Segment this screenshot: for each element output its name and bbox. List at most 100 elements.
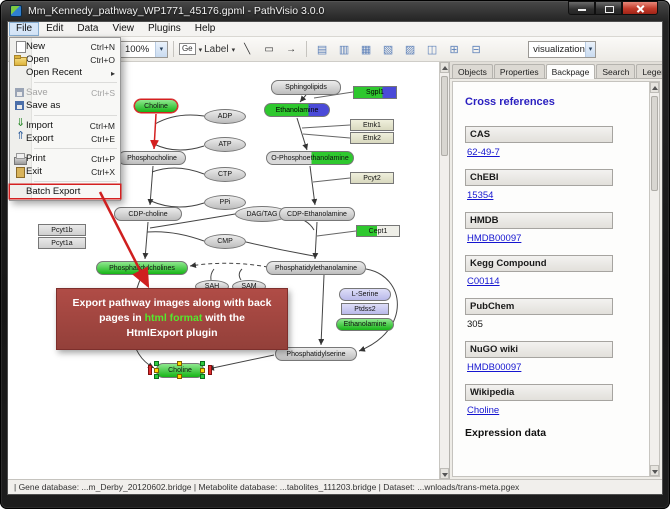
scroll-up-icon[interactable] <box>650 82 659 93</box>
pathway-node-ptdss2[interactable]: Ptdss2 <box>341 303 389 315</box>
pathway-node-sphingolipids[interactable]: Sphingolipids <box>271 80 341 95</box>
pathway-node-cmp[interactable]: CMP <box>204 234 246 249</box>
pathway-node-ethanolamine[interactable]: Ethanolamine <box>264 103 330 117</box>
pathway-node-sgpl1[interactable]: Sgpl1 <box>353 86 397 99</box>
menu-view[interactable]: View <box>112 23 134 34</box>
pathway-node-phosphatidylcholines[interactable]: Phosphatidylcholines <box>96 261 188 275</box>
menu-data[interactable]: Data <box>77 23 99 34</box>
file-menu-item-save-as[interactable]: Save as <box>10 99 120 112</box>
minimize-button[interactable] <box>568 1 595 15</box>
visualization-select[interactable]: visualization <box>528 40 597 58</box>
pathway-node-cdp-choline[interactable]: CDP-choline <box>114 207 182 221</box>
panel-vertical-scrollbar[interactable] <box>649 82 659 476</box>
grid-hide-icon[interactable]: ⊟ <box>471 43 481 56</box>
selection-handle[interactable] <box>154 367 159 373</box>
crossref-link[interactable]: 62-49-7 <box>467 147 500 158</box>
crossref-link[interactable]: HMDB00097 <box>467 233 522 244</box>
file-menu-item-batch-export[interactable]: Batch Export <box>10 185 120 198</box>
canvas-vertical-scrollbar[interactable] <box>439 62 449 479</box>
pathway-node-pcyt2[interactable]: Pcyt2 <box>350 172 394 184</box>
scrollbar-thumb[interactable] <box>441 76 448 156</box>
grid-show-icon[interactable]: ⊞ <box>449 43 459 56</box>
crossref-link[interactable]: HMDB00097 <box>467 362 522 373</box>
scrollbar-thumb[interactable] <box>651 96 658 191</box>
datanode-tool-button[interactable]: Ge <box>178 40 202 59</box>
zoom-select[interactable]: 100% <box>119 40 168 58</box>
tab-search[interactable]: Search <box>596 64 636 78</box>
maximize-button[interactable] <box>595 1 622 15</box>
selection-handle[interactable] <box>200 367 205 373</box>
tab-backpage[interactable]: Backpage <box>545 64 596 79</box>
pathway-node-phosphatidylethanolamine[interactable]: Phosphatidylethanolamine <box>266 261 366 275</box>
line-tool-button[interactable]: ╲ <box>244 43 251 55</box>
pathway-node-etnk1[interactable]: Etnk1 <box>350 119 394 131</box>
crossref-link[interactable]: 15354 <box>467 190 494 201</box>
pathway-node-o-phosphoethanolamine[interactable]: O-Phosphoethanolamine <box>266 151 354 165</box>
pathway-node-pcyt1b[interactable]: Pcyt1b <box>38 224 86 236</box>
annotation-line: Export pathway images along with back <box>72 297 272 309</box>
pathway-node-choline[interactable]: Choline <box>148 361 212 379</box>
tab-objects[interactable]: Objects <box>452 64 493 78</box>
align-left-icon[interactable]: ▤ <box>316 43 328 56</box>
scroll-down-icon[interactable] <box>440 468 449 479</box>
menu-file[interactable]: File <box>9 22 40 36</box>
pathway-node-ethanolamine[interactable]: Ethanolamine <box>336 318 394 331</box>
connector-tool-button[interactable]: → <box>286 43 297 55</box>
selection-handle[interactable] <box>154 374 159 379</box>
tab-properties[interactable]: Properties <box>493 64 545 78</box>
menu-help[interactable]: Help <box>194 23 216 34</box>
selection-handle[interactable] <box>200 361 205 366</box>
menu-item-shortcut: Ctrl+M <box>89 120 115 131</box>
crossreferences-title: Cross references <box>465 96 555 108</box>
relation-anchor[interactable] <box>148 364 152 375</box>
selection-handle[interactable] <box>200 374 205 379</box>
menu-item-shortcut: Ctrl+O <box>90 54 115 65</box>
pathway-node-ppi[interactable]: PPi <box>204 195 246 210</box>
pathway-node-cept1[interactable]: Cept1 <box>356 225 400 237</box>
close-button[interactable] <box>622 1 658 15</box>
pathway-node-phosphatidylserine[interactable]: Phosphatidylserine <box>275 347 357 361</box>
print-icon <box>14 153 27 165</box>
shape-tool-button[interactable]: ▭ <box>264 43 274 55</box>
scroll-up-icon[interactable] <box>440 62 449 73</box>
pathway-node-etnk2[interactable]: Etnk2 <box>350 132 394 144</box>
file-menu-item-import[interactable]: Import Ctrl+M <box>10 118 120 132</box>
menu-plugins[interactable]: Plugins <box>147 23 181 34</box>
stack-horizontal-icon[interactable]: ◫ <box>426 43 438 56</box>
selection-handle[interactable] <box>177 361 182 366</box>
tab-legend[interactable]: Legend <box>636 64 662 78</box>
label-tool-button[interactable]: Label <box>204 40 235 59</box>
draw-tools-group: ╲ ▭ → <box>237 40 301 59</box>
selection-handle[interactable] <box>177 374 182 379</box>
menu-edit[interactable]: Edit <box>46 23 64 34</box>
menu-item-label: Save <box>26 87 48 98</box>
title-bar[interactable]: Mm_Kennedy_pathway_WP1771_45176.gpml - P… <box>0 0 670 21</box>
pathway-node-adp[interactable]: ADP <box>204 109 246 124</box>
file-menu-item-open-recent[interactable]: Open Recent <box>10 66 120 79</box>
relation-anchor[interactable] <box>208 364 212 375</box>
align-center-icon[interactable]: ▥ <box>338 43 350 56</box>
pathway-node-phosphocholine[interactable]: Phosphocholine <box>118 151 186 165</box>
pathway-node-atp[interactable]: ATP <box>204 137 246 152</box>
pathway-node-cdp-ethanolamine[interactable]: CDP-Ethanolamine <box>279 207 355 221</box>
menu-item-label: Import <box>26 120 53 131</box>
distribute-horizontal-icon[interactable]: ▨ <box>404 43 416 56</box>
crossref-link[interactable]: Choline <box>467 405 500 416</box>
selection-handle[interactable] <box>154 361 159 366</box>
pathway-node-pcyt1a[interactable]: Pcyt1a <box>38 237 86 249</box>
pathway-node-l-serine[interactable]: L-Serine <box>339 288 391 301</box>
scroll-down-icon[interactable] <box>650 465 659 476</box>
align-right-icon[interactable]: ▦ <box>360 43 372 56</box>
pathway-node-ctp[interactable]: CTP <box>204 167 246 182</box>
crossref-link[interactable]: C00114 <box>467 276 500 287</box>
pathway-node-choline[interactable]: Choline <box>134 99 178 113</box>
align-top-icon[interactable]: ▧ <box>382 43 394 56</box>
